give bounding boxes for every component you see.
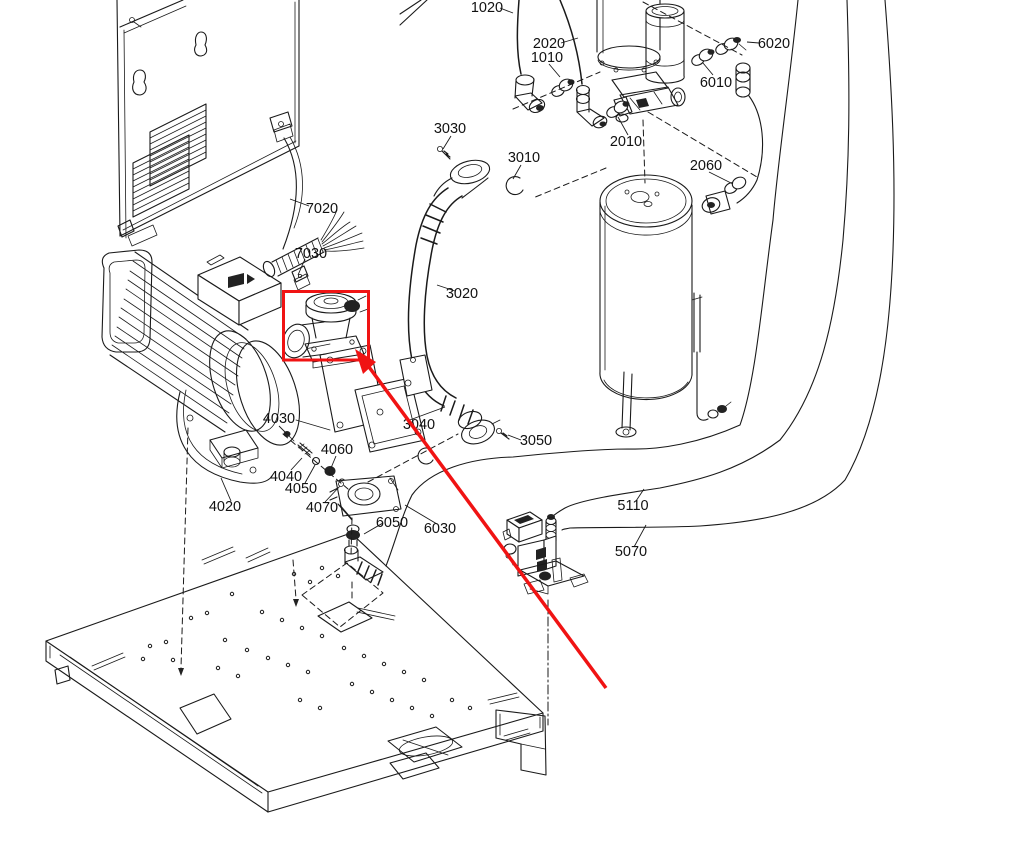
panel-foot	[117, 219, 158, 247]
ring-lower	[417, 447, 434, 465]
leader-lines	[220, 7, 760, 548]
fitting-6020	[715, 37, 747, 55]
part-label-6050: 6050	[376, 515, 408, 531]
keyhole-slot	[132, 69, 147, 96]
screw-3050	[495, 427, 510, 440]
part-label-7030: 7030	[295, 246, 327, 262]
panel-screw	[129, 17, 142, 28]
red-highlight-box	[282, 290, 370, 362]
unloader-valve	[329, 475, 402, 521]
tank-drain	[691, 292, 732, 421]
part-label-4030: 4030	[263, 411, 295, 427]
part-label-5070: 5070	[615, 544, 647, 560]
part-label-6020: 6020	[758, 36, 790, 52]
plate-holes	[140, 565, 473, 719]
base-plate	[45, 532, 547, 813]
fitting-2020	[559, 0, 608, 129]
keyhole-slot	[194, 31, 208, 57]
arrow-marking	[228, 273, 255, 288]
part-label-6030: 6030	[424, 521, 456, 537]
highlight-annotation	[282, 290, 608, 690]
part-label-6010: 6010	[700, 75, 732, 91]
part-label-3030: 3030	[434, 121, 466, 137]
separator-assembly	[399, 0, 764, 215]
fitting-2010	[606, 100, 630, 118]
plate-cutout	[387, 726, 463, 763]
cable-7020	[282, 137, 297, 250]
separator-manifold	[611, 71, 686, 123]
hose-5110	[551, 0, 850, 518]
plate-flange	[495, 709, 547, 776]
part-label-4040: 4040	[270, 469, 302, 485]
electric-motor	[101, 136, 365, 484]
plate-cutout	[179, 693, 232, 735]
part-label-3020: 3020	[446, 286, 478, 302]
part-label-4060: 4060	[321, 442, 353, 458]
panel-bracket	[269, 111, 294, 143]
solenoid-valve	[502, 511, 589, 595]
plate-cutout	[389, 752, 440, 780]
hose-5070	[561, 0, 895, 531]
part-label-7020: 7020	[306, 201, 338, 217]
part-label-4050: 4050	[285, 481, 317, 497]
part-label-5110: 5110	[617, 498, 648, 514]
part-label-2010: 2010	[610, 134, 642, 150]
red-arrow-line	[367, 365, 608, 690]
part-label-2020: 2020	[533, 36, 565, 52]
rear-panel	[116, 0, 300, 247]
hose-to-2060	[735, 62, 764, 204]
part-label-1010: 1010	[531, 50, 563, 66]
tank-leg	[615, 371, 637, 438]
receiver-tank	[599, 174, 732, 438]
part-label-1020: 1020	[471, 0, 503, 16]
dashed-guides	[178, 1, 758, 726]
vent-grille	[132, 103, 207, 218]
part-label-3010: 3010	[508, 150, 540, 166]
long-hoses	[385, 0, 895, 567]
terminal-box	[197, 254, 282, 326]
elbow-fitting	[343, 545, 384, 586]
plate-projection-outline	[301, 562, 384, 628]
plate-foot	[54, 665, 71, 685]
plate-oval-cutout	[398, 735, 454, 757]
part-label-4020: 4020	[209, 499, 241, 515]
fitting-6050	[346, 524, 360, 547]
motor-bracket-4020	[176, 389, 273, 484]
plate-cutout	[317, 601, 373, 633]
harness-7030	[262, 209, 365, 291]
part-label-2060: 2060	[690, 158, 722, 174]
fitting-2060	[701, 176, 747, 215]
red-arrow-head	[355, 349, 376, 374]
part-label-3050: 3050	[520, 433, 552, 449]
screw-3030	[436, 145, 451, 160]
fitting-1020	[514, 0, 546, 114]
fitting-6010	[691, 48, 715, 66]
hose-6030	[385, 0, 799, 567]
part-label-4070: 4070	[306, 500, 338, 516]
ring-3010	[505, 176, 524, 196]
part-labels: 1020 2020 1010 6020 6010 2010 2060 3030 …	[209, 0, 790, 560]
